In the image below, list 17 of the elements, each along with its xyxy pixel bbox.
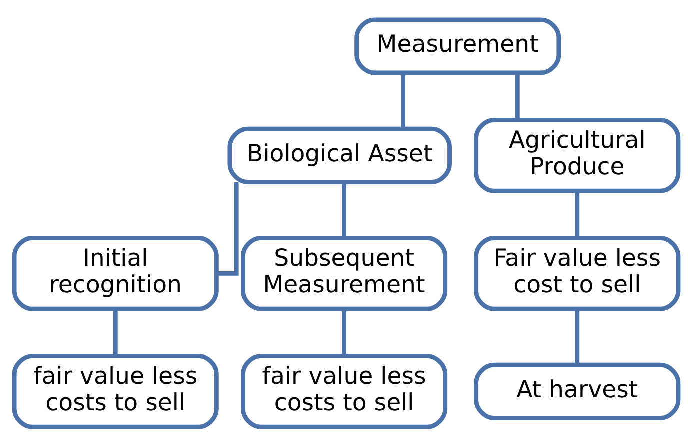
node-box: Agricultural Produce — [474, 118, 681, 193]
node-box: fair value less costs to sell — [241, 354, 448, 429]
node-box: Fair value less cost to sell — [474, 236, 681, 311]
node-box: fair value less costs to sell — [12, 354, 219, 429]
node-box: Initial recognition — [12, 236, 219, 311]
connector — [575, 190, 580, 238]
node-box: Subsequent Measurement — [241, 236, 448, 311]
connector — [575, 308, 580, 364]
connector — [113, 308, 118, 356]
connector — [217, 182, 239, 276]
connector — [515, 72, 520, 120]
node-box: Biological Asset — [228, 126, 452, 184]
node-box: At harvest — [474, 362, 681, 420]
connector — [342, 308, 346, 356]
connector — [342, 182, 346, 238]
connector — [401, 72, 406, 128]
node-box: Measurement — [354, 17, 562, 75]
